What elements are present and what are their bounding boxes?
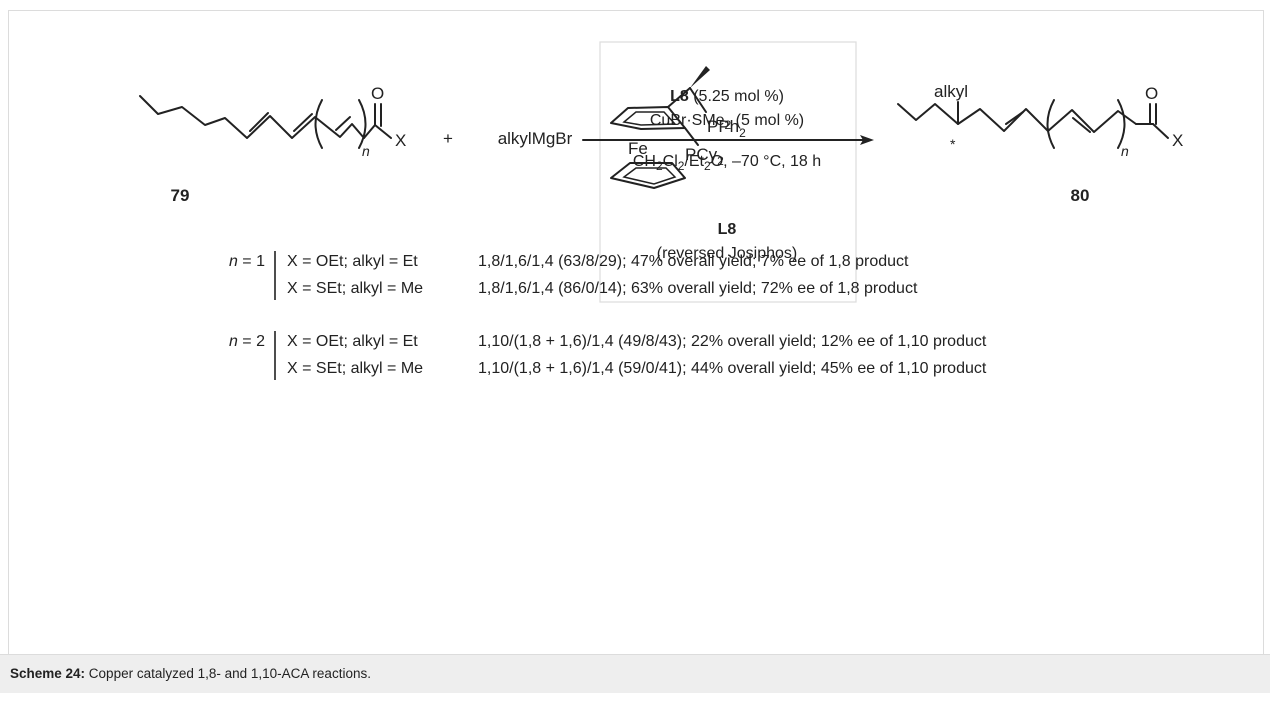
- arrow-head: [860, 135, 874, 145]
- caption-bar: Scheme 24: Copper catalyzed 1,8- and 1,1…: [0, 654, 1270, 693]
- result-condition: X = SEt; alkyl = Me: [287, 360, 423, 377]
- ligand-label: L8: [718, 221, 737, 238]
- results-n-value: n = 2: [229, 333, 265, 350]
- result-condition: X = SEt; alkyl = Me: [287, 280, 423, 297]
- product-stereocenter-mark: *: [950, 136, 956, 152]
- caption-description: Copper catalyzed 1,8- and 1,10-ACA react…: [85, 666, 371, 681]
- reagent: alkylMgBr: [498, 129, 573, 148]
- product-x-group: X: [1172, 131, 1183, 150]
- result-outcome: 1,8/1,6/1,4 (86/0/14); 63% overall yield…: [478, 280, 918, 297]
- caption-text: Scheme 24: Copper catalyzed 1,8- and 1,1…: [10, 666, 371, 681]
- reaction-scheme: PPh2 Fe PCy2 L8 (reversed Josiphos) O X …: [139, 41, 1183, 380]
- pcy2-atom: PCy2: [685, 145, 724, 168]
- results-group-n2: n = 2 X = OEt; alkyl = Et 1,10/(1,8 + 1,…: [229, 331, 987, 380]
- results-n-value: n = 1: [229, 253, 265, 270]
- fe-atom: Fe: [628, 139, 648, 158]
- result-outcome: 1,10/(1,8 + 1,6)/1,4 (49/8/43); 22% over…: [478, 333, 987, 350]
- condition-ligand: L8 (5.25 mol %): [670, 88, 784, 105]
- result-condition: X = OEt; alkyl = Et: [287, 333, 418, 350]
- caption-label: Scheme 24:: [10, 666, 86, 681]
- product-label: 80: [1071, 186, 1090, 205]
- product-alkyl-label: alkyl: [934, 82, 968, 101]
- condition-solvent: CH2Cl2/Et2O, –70 °C, 18 h: [633, 153, 821, 173]
- ligand-name: (reversed Josiphos): [657, 245, 798, 262]
- wedge-bond: [690, 66, 710, 88]
- reactant-x-group: X: [395, 131, 406, 150]
- reactant-label: 79: [171, 186, 190, 205]
- plus-sign: +: [443, 129, 453, 148]
- pph2-atom: PPh2: [707, 117, 746, 140]
- result-condition: X = OEt; alkyl = Et: [287, 253, 418, 270]
- reactant-carbonyl-oxygen: O: [371, 84, 384, 103]
- result-outcome: 1,10/(1,8 + 1,6)/1,4 (59/0/41); 44% over…: [478, 360, 987, 377]
- reactant-repeat-n: n: [362, 143, 370, 159]
- result-outcome: 1,8/1,6/1,4 (63/8/29); 47% overall yield…: [478, 253, 909, 270]
- product-carbonyl-oxygen: O: [1145, 84, 1158, 103]
- reactant-structure: [139, 95, 392, 149]
- product-structure: [897, 99, 1169, 149]
- condition-catalyst: CuBr·SMe2 (5 mol %): [650, 112, 804, 132]
- ligand-box: [599, 41, 857, 303]
- results-group-n1: n = 1 X = OEt; alkyl = Et 1,8/1,6/1,4 (6…: [229, 251, 918, 300]
- ferrocene-structure: [610, 66, 710, 189]
- product-repeat-n: n: [1121, 143, 1129, 159]
